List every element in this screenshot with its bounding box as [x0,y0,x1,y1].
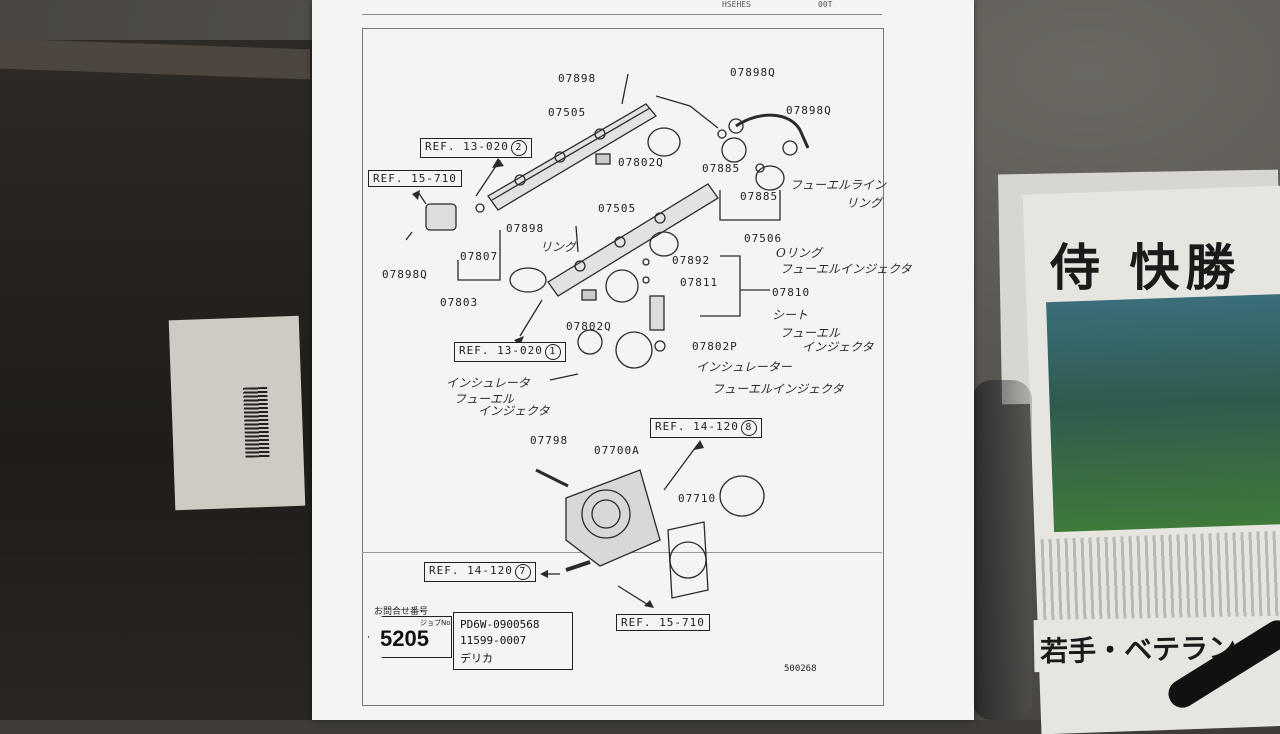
part-number: 07807 [460,250,499,263]
newspaper-headline: 侍 快勝 [1050,238,1242,297]
job-number: 5205 [380,626,429,651]
part-number: 07885 [740,190,779,203]
header-model: HSEHES [722,0,751,9]
handwritten-note: インシュレーター [696,360,792,374]
handwritten-note: フューエルインジェクタ [780,262,912,276]
job-number-box [368,616,452,658]
part-number: 07898 [506,222,545,235]
handwritten-note: フューエル [780,326,841,340]
part-number: 07802Q [566,320,612,333]
part-number: 07898 [558,72,597,85]
ref-circle: 1 [544,344,561,360]
part-number: 07700A [594,444,640,457]
sheet-header-strip [362,0,882,15]
plastic-bag [972,380,1032,720]
part-number: 07892 [672,254,711,267]
ref-box: REF. 15-710 [616,614,710,631]
handwritten-note: フューエルライン [790,178,887,192]
handwritten-note: リング [540,240,577,254]
handwritten-note: フューエル [454,392,515,406]
vehicle-name: デリカ [460,652,493,665]
handwritten-note: インジェクタ [478,404,550,418]
handwritten-note: インジェクタ [802,340,874,354]
handwritten-note: シート [772,308,809,322]
part-number: 07811 [680,276,719,289]
handwritten-note: フューエルインジェクタ [712,382,844,396]
part-number: 07505 [548,106,587,119]
diagram-frame [362,28,884,706]
ref-text: REF. 13-020 [459,344,543,357]
vehicle-model-code: PD6W-0900568 [460,618,540,631]
ref-text: REF. 14-120 [655,420,739,433]
part-number: 07802P [692,340,738,353]
part-number: 07898Q [382,268,428,281]
ref-box: REF. 15-710 [368,170,462,187]
part-number: 07802Q [618,156,664,169]
ref-circle: 2 [510,140,527,156]
part-number: 07898Q [786,104,832,117]
ref-text: REF. 14-120 [429,564,513,577]
ref-circle: 7 [514,564,531,580]
part-number: 07710 [678,492,717,505]
ref-circle: 8 [740,420,757,436]
handwritten-note: リング [846,196,883,210]
vehicle-info-box [453,612,573,670]
part-number: 07505 [598,202,637,215]
ref-text: REF. 15-710 [621,616,705,629]
part-number: 07898Q [730,66,776,79]
ref-text: REF. 13-020 [425,140,509,153]
part-number: 07810 [772,286,811,299]
job-number-label: ジョブNo. [420,619,453,627]
catalog-code: 11599-0007 [460,634,527,647]
contact-number-label: お問合せ番号 [374,607,429,617]
part-number: 07885 [702,162,741,175]
part-number: 07506 [744,232,783,245]
part-number: 07798 [530,434,569,447]
part-number: 07803 [440,296,479,309]
header-edition: 00T [818,0,833,9]
handwritten-note: Oリング [776,246,822,260]
handwritten-note: インシュレータ [446,376,530,390]
ref-text: REF. 15-710 [373,172,457,185]
diagram-number: 500268 [784,664,817,674]
